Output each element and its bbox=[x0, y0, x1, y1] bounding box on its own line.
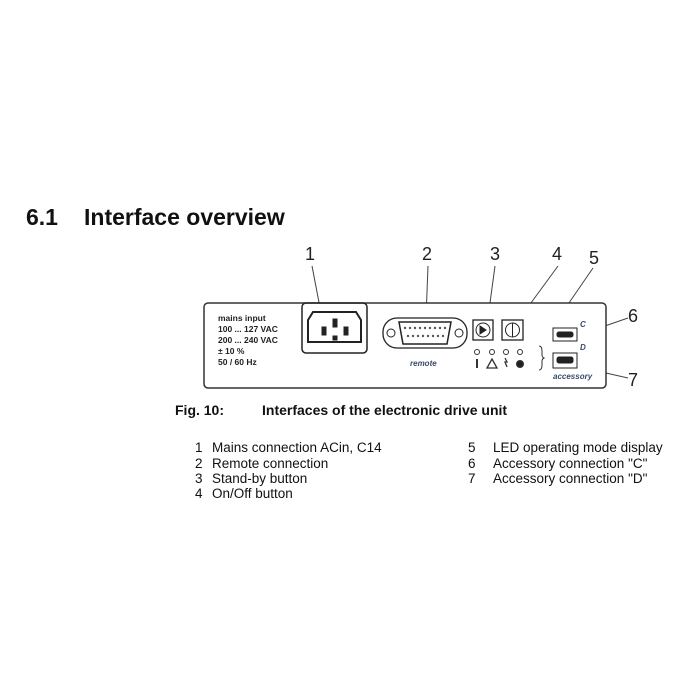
callout-6: 6 bbox=[628, 306, 638, 326]
callout-4: 4 bbox=[552, 244, 562, 264]
figure-caption-text: Interfaces of the electronic drive unit bbox=[262, 402, 508, 418]
legend-num: 5 bbox=[468, 440, 476, 455]
legend-num: 3 bbox=[195, 471, 203, 486]
section-number: 6.1 bbox=[26, 204, 58, 230]
drive-unit-figure: 1 2 3 4 5 6 7 mains input 100 ... 127 VA… bbox=[203, 244, 638, 390]
legend-text: Remote connection bbox=[212, 456, 329, 471]
callout-5: 5 bbox=[589, 248, 599, 268]
svg-text:± 10 %: ± 10 % bbox=[218, 346, 245, 356]
standby-button-icon bbox=[472, 319, 494, 341]
legend-text: Mains connection ACin, C14 bbox=[212, 440, 382, 455]
remote-label: remote bbox=[410, 359, 437, 368]
accessory-label: accessory bbox=[553, 372, 593, 381]
callout-7: 7 bbox=[628, 370, 638, 390]
svg-text:200 ... 240 VAC: 200 ... 240 VAC bbox=[218, 335, 278, 345]
remote-connector-icon bbox=[382, 317, 468, 349]
led-display bbox=[474, 345, 546, 371]
accessory-port-d-icon bbox=[552, 352, 578, 369]
legend-text: Stand-by button bbox=[212, 471, 308, 486]
svg-text:50 / 60 Hz: 50 / 60 Hz bbox=[218, 357, 257, 367]
accessory-port-c-icon bbox=[552, 327, 578, 342]
callout-3: 3 bbox=[490, 244, 500, 264]
port-c-label: C bbox=[580, 320, 586, 329]
legend-num: 4 bbox=[195, 486, 203, 501]
legend-text: On/Off button bbox=[212, 486, 293, 501]
legend-num: 6 bbox=[468, 456, 476, 471]
callout-2: 2 bbox=[422, 244, 432, 264]
legend-num: 2 bbox=[195, 456, 203, 471]
mains-label: mains input 100 ... 127 VAC 200 ... 240 … bbox=[218, 313, 278, 367]
section-title: Interface overview bbox=[84, 204, 285, 230]
section-heading: 6.1 Interface overview bbox=[26, 204, 285, 231]
on-off-button-icon bbox=[501, 319, 524, 341]
legend-num: 7 bbox=[468, 471, 476, 486]
legend-num: 1 bbox=[195, 440, 203, 455]
svg-text:mains input: mains input bbox=[218, 313, 266, 323]
mains-inlet-icon bbox=[301, 302, 368, 354]
legend-text: Accessory connection "C" bbox=[493, 456, 648, 471]
callout-1: 1 bbox=[305, 244, 315, 264]
figure-caption-number: Fig. 10: bbox=[175, 402, 225, 418]
legend-text: LED operating mode display bbox=[493, 440, 663, 455]
svg-text:100 ... 127 VAC: 100 ... 127 VAC bbox=[218, 324, 278, 334]
port-d-label: D bbox=[580, 343, 586, 352]
legend-text: Accessory connection "D" bbox=[493, 471, 648, 486]
